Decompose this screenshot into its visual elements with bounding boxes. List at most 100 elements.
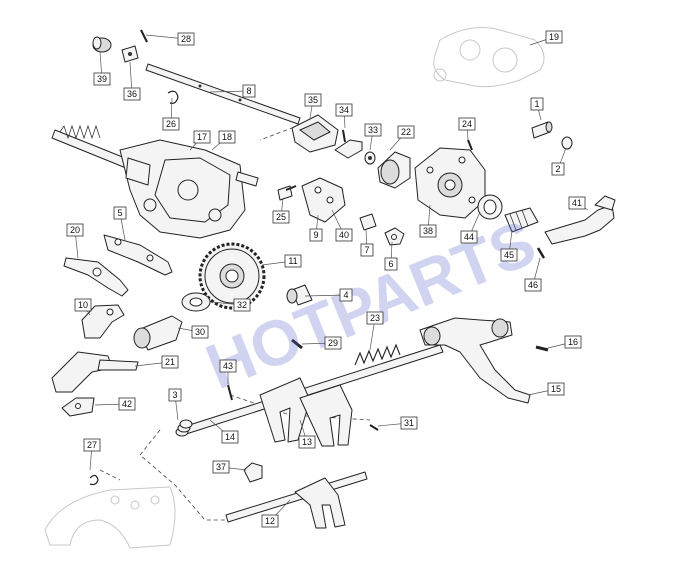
part-44-ring bbox=[477, 194, 503, 220]
callout-box bbox=[74, 298, 92, 312]
callout-box bbox=[219, 359, 237, 373]
callout-number: 40 bbox=[339, 230, 349, 240]
callout-37: 37 bbox=[212, 460, 247, 474]
callout-35: 35 bbox=[304, 93, 322, 119]
part-30-cap bbox=[133, 315, 183, 351]
part-4-plunger bbox=[286, 284, 313, 306]
part-31-screw bbox=[369, 424, 379, 431]
callout-box bbox=[339, 288, 353, 302]
callout-box bbox=[419, 224, 437, 238]
callout-number: 34 bbox=[339, 105, 349, 115]
callout-box bbox=[221, 430, 239, 444]
callout-box bbox=[162, 117, 180, 131]
callout-number: 43 bbox=[223, 361, 233, 371]
part-1-sleeve bbox=[531, 121, 553, 139]
callout-box bbox=[284, 254, 302, 268]
callout-box bbox=[400, 416, 418, 430]
callout-box bbox=[335, 228, 353, 242]
part-43-bolt bbox=[227, 384, 233, 401]
callout-27: 27 bbox=[83, 438, 101, 471]
callout-number: 6 bbox=[388, 259, 393, 269]
part-16-pin bbox=[535, 345, 549, 352]
callout-box bbox=[161, 355, 179, 369]
callout-box bbox=[458, 117, 476, 131]
part-7-key bbox=[359, 213, 377, 231]
callout-number: 38 bbox=[423, 226, 433, 236]
callout-box bbox=[460, 230, 478, 244]
callout-13: 13 bbox=[298, 419, 316, 449]
callout-number: 41 bbox=[572, 198, 582, 208]
callout-number: 42 bbox=[122, 399, 132, 409]
callout-number: 45 bbox=[504, 250, 514, 260]
callout-box bbox=[113, 206, 127, 220]
part-36-block bbox=[121, 45, 139, 63]
callout-1: 1 bbox=[530, 97, 544, 121]
callout-box bbox=[547, 382, 565, 396]
callout-44: 44 bbox=[460, 211, 481, 244]
callout-leader-line bbox=[209, 90, 250, 93]
callout-box bbox=[66, 223, 84, 237]
callout-number: 2 bbox=[555, 164, 560, 174]
callout-36: 36 bbox=[123, 61, 141, 101]
callout-number: 8 bbox=[246, 86, 251, 96]
part-6-nut bbox=[384, 227, 405, 246]
part-11-gear bbox=[198, 242, 266, 310]
callout-number: 28 bbox=[181, 34, 191, 44]
callout-2: 2 bbox=[551, 147, 567, 176]
callout-number: 35 bbox=[308, 95, 318, 105]
callout-box bbox=[564, 335, 582, 349]
callout-43: 43 bbox=[219, 359, 237, 384]
callout-45: 45 bbox=[500, 229, 518, 262]
callout-number: 46 bbox=[528, 280, 538, 290]
callout-number: 22 bbox=[401, 127, 411, 137]
callout-box bbox=[193, 130, 211, 144]
part-17-18-housing bbox=[51, 124, 259, 239]
callout-23: 23 bbox=[366, 311, 384, 351]
callout-22: 22 bbox=[389, 125, 415, 151]
callout-number: 7 bbox=[364, 245, 369, 255]
part-2-bush bbox=[561, 136, 573, 150]
callout-42: 42 bbox=[94, 397, 136, 411]
callout-number: 32 bbox=[237, 300, 247, 310]
part-37-nut bbox=[243, 462, 263, 483]
callout-10: 10 bbox=[74, 298, 92, 316]
callout-33: 33 bbox=[364, 123, 382, 151]
callout-box bbox=[218, 130, 236, 144]
callout-number: 1 bbox=[534, 99, 539, 109]
callout-box bbox=[568, 196, 586, 210]
callout-number: 4 bbox=[343, 290, 348, 300]
callout-34: 34 bbox=[335, 103, 353, 129]
callout-number: 31 bbox=[404, 418, 414, 428]
callout-number: 9 bbox=[313, 230, 318, 240]
callout-number: 16 bbox=[568, 337, 578, 347]
callout-box bbox=[524, 278, 542, 292]
part-34-lever bbox=[334, 129, 363, 159]
callout-number: 30 bbox=[195, 327, 205, 337]
part-24-screw bbox=[467, 139, 473, 151]
ghost-housing-top-right bbox=[433, 27, 545, 88]
callout-leader-line bbox=[304, 294, 347, 297]
callout-box bbox=[191, 325, 209, 339]
callout-5: 5 bbox=[113, 206, 127, 241]
callout-6: 6 bbox=[384, 241, 398, 271]
callout-box bbox=[118, 397, 136, 411]
callout-number: 25 bbox=[276, 212, 286, 222]
callout-number: 10 bbox=[78, 300, 88, 310]
callout-number: 24 bbox=[462, 119, 472, 129]
part-41-lever-arm bbox=[544, 195, 616, 245]
ghost-housing-bottom-left bbox=[44, 486, 176, 549]
callout-18: 18 bbox=[211, 130, 236, 151]
part-5-link bbox=[103, 234, 173, 276]
callout-25: 25 bbox=[272, 197, 290, 224]
callout-box bbox=[324, 336, 342, 350]
callout-box bbox=[551, 162, 565, 176]
part-15-gear-lever bbox=[419, 317, 531, 404]
callout-number: 5 bbox=[117, 208, 122, 218]
callout-box bbox=[364, 123, 382, 137]
part-39-bushing bbox=[92, 36, 112, 53]
callout-box bbox=[93, 72, 111, 86]
part-22-cover bbox=[377, 151, 411, 189]
part-25-bolt bbox=[277, 185, 297, 201]
part-38-housing-cover bbox=[414, 147, 486, 219]
